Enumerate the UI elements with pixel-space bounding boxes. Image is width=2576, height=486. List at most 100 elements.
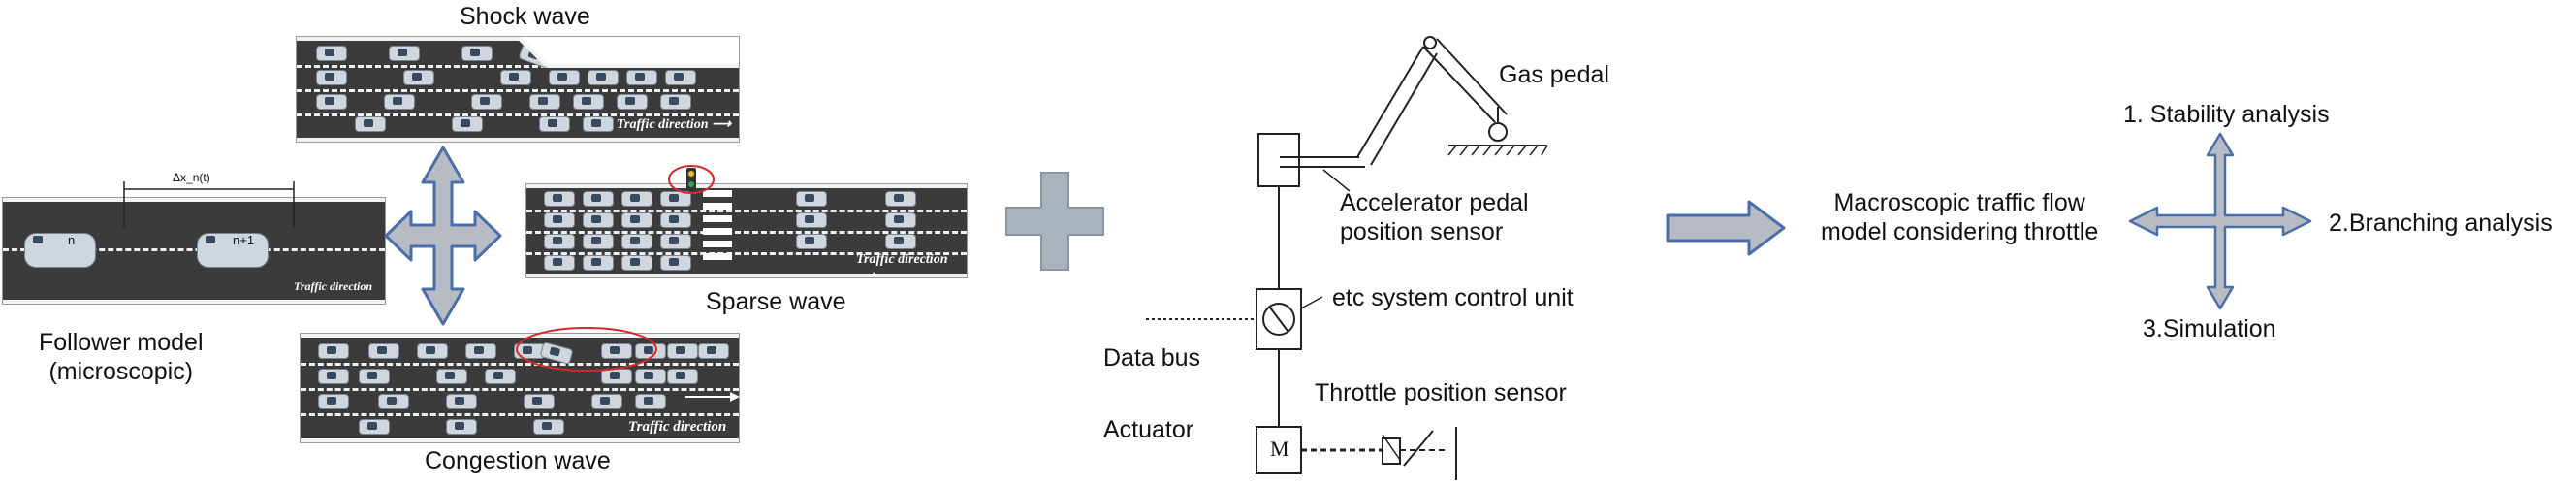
vehicle — [384, 94, 415, 110]
vehicle — [544, 234, 575, 249]
vehicle — [318, 394, 349, 409]
traffic-direction-label: Traffic direction ⟶ — [856, 252, 948, 277]
direction-arrow-icon — [685, 392, 740, 402]
vehicle — [524, 394, 555, 409]
vehicle — [529, 94, 560, 110]
vehicle — [368, 343, 399, 359]
vehicle — [621, 255, 652, 271]
vehicle — [316, 46, 347, 61]
vehicle — [316, 94, 347, 110]
vehicle — [389, 46, 420, 61]
vehicle — [591, 394, 622, 409]
vehicle-n-label: n — [68, 233, 76, 247]
vehicle — [796, 234, 827, 249]
follower-model-label: Follower model (microscopic) — [39, 329, 204, 385]
vehicle — [378, 394, 409, 409]
vehicle — [796, 191, 827, 207]
traffic-direction-label: Traffic direction ⟶ — [617, 117, 732, 132]
vehicle — [359, 419, 390, 435]
vehicle — [660, 94, 691, 110]
vehicle — [698, 343, 729, 359]
vehicle — [621, 212, 652, 228]
stability-analysis-label: 1. Stability analysis — [2123, 101, 2330, 128]
vehicle — [359, 369, 390, 384]
four-way-arrow-icon — [384, 146, 502, 326]
vehicle — [583, 191, 614, 207]
vehicle — [403, 70, 434, 85]
vehicle — [544, 255, 575, 271]
vehicle — [436, 369, 467, 384]
vehicle — [417, 343, 448, 359]
vehicle — [485, 369, 516, 384]
vehicle — [660, 191, 691, 207]
vehicle — [355, 116, 386, 132]
vehicle — [621, 234, 652, 249]
vehicle — [635, 369, 666, 384]
congestion-highlight — [516, 327, 657, 372]
vehicle — [885, 234, 916, 249]
vehicle — [583, 234, 614, 249]
sparse-wave-road: Traffic direction ⟶ — [526, 184, 967, 277]
vehicle — [635, 394, 666, 409]
vehicle — [461, 46, 493, 61]
vehicle — [446, 394, 477, 409]
vehicle — [500, 70, 531, 85]
shock-wave-label: Shock wave — [460, 3, 590, 30]
vehicle — [573, 94, 604, 110]
vehicle — [660, 255, 691, 271]
vehicle — [583, 212, 614, 228]
vehicle — [660, 212, 691, 228]
vehicle — [318, 369, 349, 384]
control-unit-label: etc system control unit — [1332, 284, 1574, 311]
vehicle — [660, 234, 691, 249]
vehicle — [885, 191, 916, 207]
lane-merge-marking — [518, 37, 739, 68]
macroscopic-model-label: Macroscopic traffic flow model consideri… — [1821, 189, 2099, 245]
congestion-wave-label: Congestion wave — [425, 447, 611, 474]
vehicle — [533, 419, 564, 435]
four-way-arrow-icon — [2128, 132, 2312, 310]
actuator-label: Actuator — [1103, 416, 1194, 443]
vehicle — [544, 212, 575, 228]
vehicle — [316, 70, 347, 85]
sparse-wave-label: Sparse wave — [706, 288, 846, 315]
throttle-sensor-label: Throttle position sensor — [1315, 379, 1567, 406]
traffic-direction-label: Traffic direction — [294, 279, 372, 293]
vehicle — [318, 343, 349, 359]
plus-icon — [1005, 172, 1104, 271]
vehicle — [544, 191, 575, 207]
vehicle — [446, 419, 477, 435]
vehicle — [465, 343, 496, 359]
vehicle-n — [24, 233, 96, 268]
vehicle — [583, 116, 614, 132]
vehicle — [617, 94, 648, 110]
vehicle — [667, 369, 698, 384]
right-arrow-icon — [1666, 200, 1786, 256]
accelerator-sensor-label: Accelerator pedal position sensor — [1340, 189, 1529, 245]
vehicle — [601, 343, 632, 359]
vehicle — [588, 70, 619, 85]
vehicle — [471, 94, 502, 110]
vehicle — [621, 191, 652, 207]
traffic-direction-label: Traffic direction — [628, 419, 727, 435]
vehicle-n-plus-1 — [197, 233, 269, 268]
traffic-light-icon — [668, 165, 715, 194]
vehicle — [665, 70, 696, 85]
follower-model-road: Traffic direction — [3, 198, 385, 304]
headway-label: Δx_n(t) — [173, 171, 210, 184]
data-bus-label: Data bus — [1103, 344, 1201, 372]
vehicle — [549, 70, 580, 85]
vehicle — [626, 70, 657, 85]
vehicle — [583, 255, 614, 271]
congestion-wave-road: Traffic direction — [301, 334, 739, 442]
vehicle-n-plus-1-label: n+1 — [233, 233, 255, 247]
pedestrian-crossing — [703, 190, 732, 260]
gas-pedal-label: Gas pedal — [1499, 61, 1609, 88]
headway-marker — [123, 181, 295, 228]
throttle-schematic — [1146, 36, 1548, 480]
branching-analysis-label: 2.Branching analysis — [2329, 210, 2553, 237]
simulation-label: 3.Simulation — [2143, 315, 2276, 342]
motor-symbol: M — [1270, 437, 1289, 461]
vehicle — [885, 212, 916, 228]
vehicle — [667, 343, 698, 359]
